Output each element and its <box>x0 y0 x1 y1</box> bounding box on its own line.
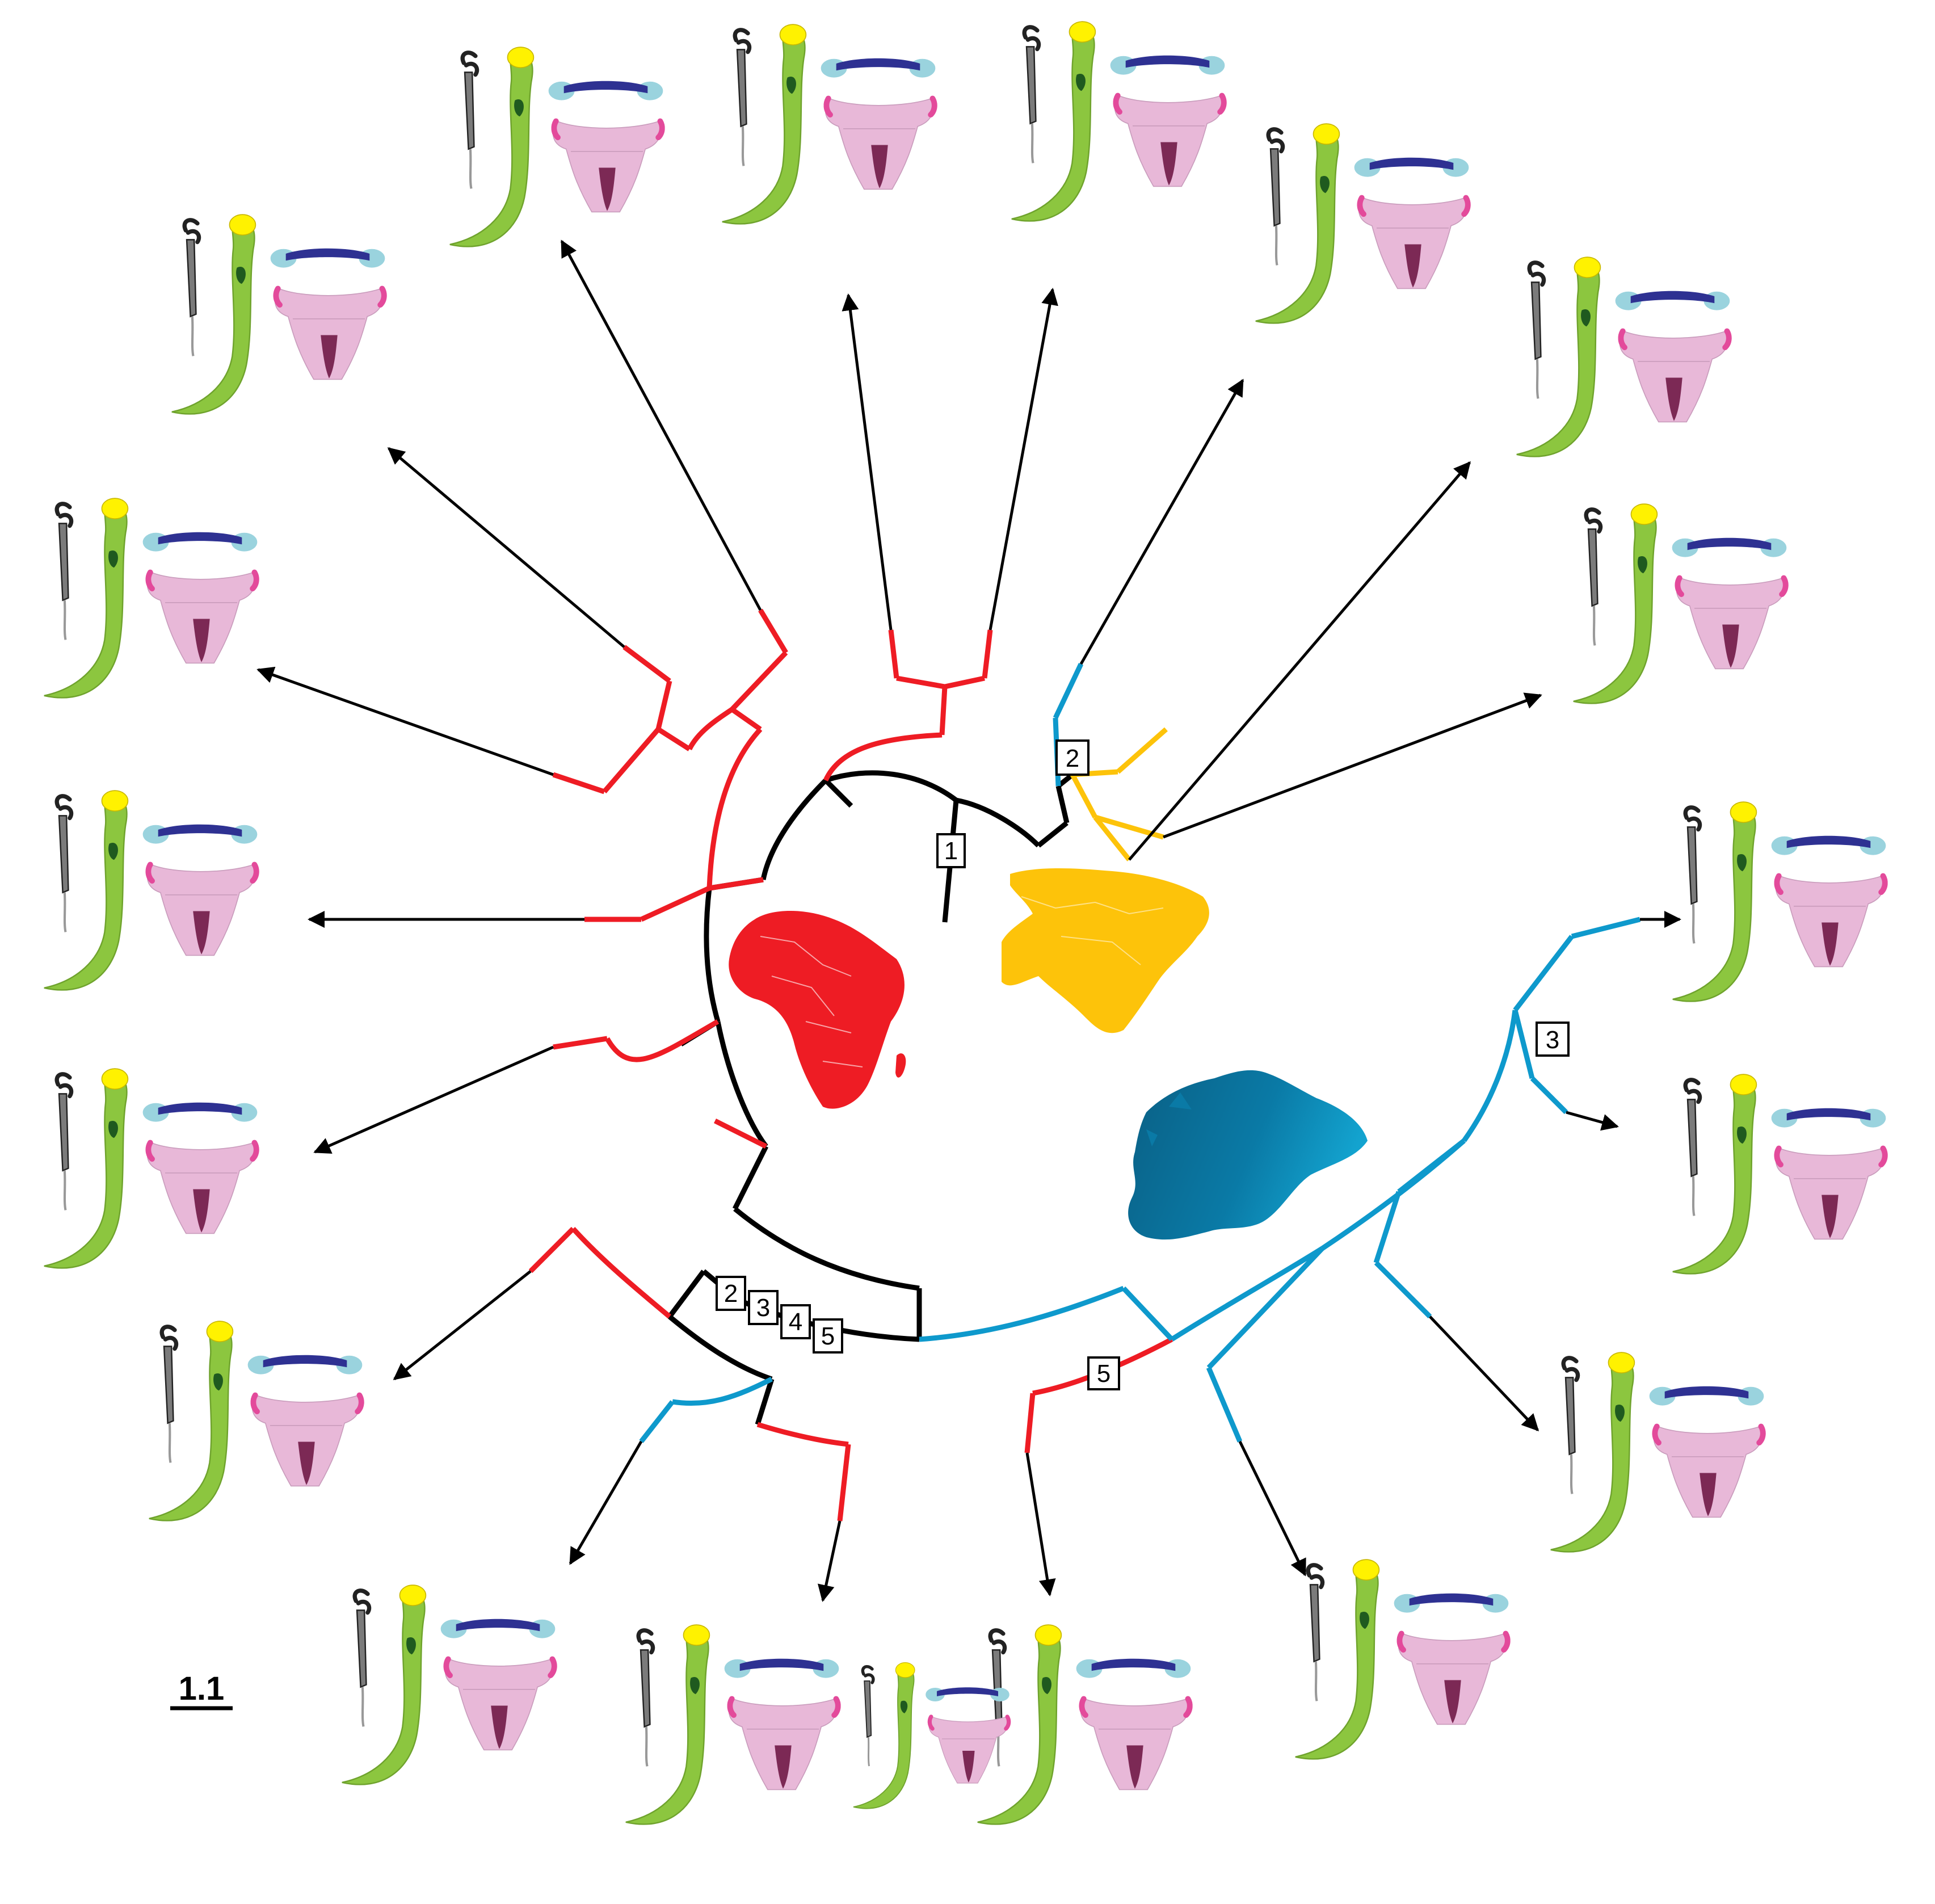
africa-map-icon <box>729 911 905 1109</box>
state-box-european-clade: 3 <box>1536 1022 1570 1057</box>
genitalia-illustration-icon <box>1295 1560 1509 1759</box>
state-box-root: 1 <box>936 833 966 868</box>
state-box-african-internal: 2 3 4 5 <box>716 1276 843 1354</box>
arrow-icon <box>560 239 762 611</box>
genitalia-illustration-icon <box>1517 257 1730 456</box>
illustrations <box>44 22 1886 1824</box>
genitalia-illustration-icon <box>44 498 258 697</box>
european-branches <box>639 663 1641 1443</box>
genitalia-illustration-icon <box>853 1663 1009 1809</box>
genitalia-illustration-icon <box>1673 1074 1886 1273</box>
genitalia-illustration-icon <box>1551 1352 1764 1552</box>
arrow-icon <box>1429 1315 1539 1432</box>
genitalia-illustration-icon <box>149 1321 363 1520</box>
genitalia-illustration-icon <box>44 1069 258 1268</box>
arrow-icon <box>1163 692 1542 839</box>
scale-bar: 1.1 <box>170 1670 233 1710</box>
arrow-icon <box>988 288 1058 631</box>
genitalia-illustration-icon <box>1673 802 1886 1001</box>
svg-text:1: 1 <box>944 837 958 865</box>
genitalia-illustration-icon <box>1574 504 1787 703</box>
arrow-icon <box>387 447 625 648</box>
genitalia-illustration-icon <box>1012 22 1225 221</box>
arrow-icon <box>1128 461 1471 861</box>
genitalia-illustration-icon <box>44 791 258 990</box>
genitalia-illustration-icon <box>450 47 663 246</box>
arrows <box>256 239 1681 1602</box>
genitalia-illustration-icon <box>172 215 385 414</box>
svg-text:5: 5 <box>821 1322 835 1350</box>
state-box-red-in-europe: 5 <box>1087 1356 1120 1390</box>
arrow-icon <box>313 1045 554 1154</box>
arrow-icon <box>1238 1440 1307 1577</box>
genitalia-illustration-icon <box>626 1625 839 1824</box>
african-branches <box>528 608 1173 1521</box>
arrow-icon <box>569 1440 643 1565</box>
arrow-icon <box>1079 379 1244 665</box>
svg-text:2: 2 <box>724 1280 738 1308</box>
genitalia-illustration-icon <box>722 24 936 224</box>
svg-text:3: 3 <box>756 1294 770 1322</box>
arrow-icon <box>393 1270 532 1380</box>
arrow-icon <box>817 1520 842 1602</box>
arrow-icon <box>1025 1452 1056 1596</box>
svg-text:5: 5 <box>1097 1360 1110 1388</box>
arrow-icon <box>1566 1111 1619 1131</box>
europe-map-icon <box>1128 1070 1368 1240</box>
arrow-icon <box>256 666 554 776</box>
genitalia-illustration-icon <box>342 1585 556 1784</box>
svg-text:1.1: 1.1 <box>179 1670 225 1707</box>
arrow-icon <box>842 293 893 631</box>
middle-east-map-icon <box>1002 868 1209 1033</box>
state-box-middle-east: 2 <box>1055 739 1090 776</box>
svg-text:3: 3 <box>1546 1026 1559 1054</box>
genitalia-illustration-icon <box>1256 124 1469 323</box>
svg-text:4: 4 <box>789 1308 802 1336</box>
svg-text:2: 2 <box>1066 745 1079 772</box>
